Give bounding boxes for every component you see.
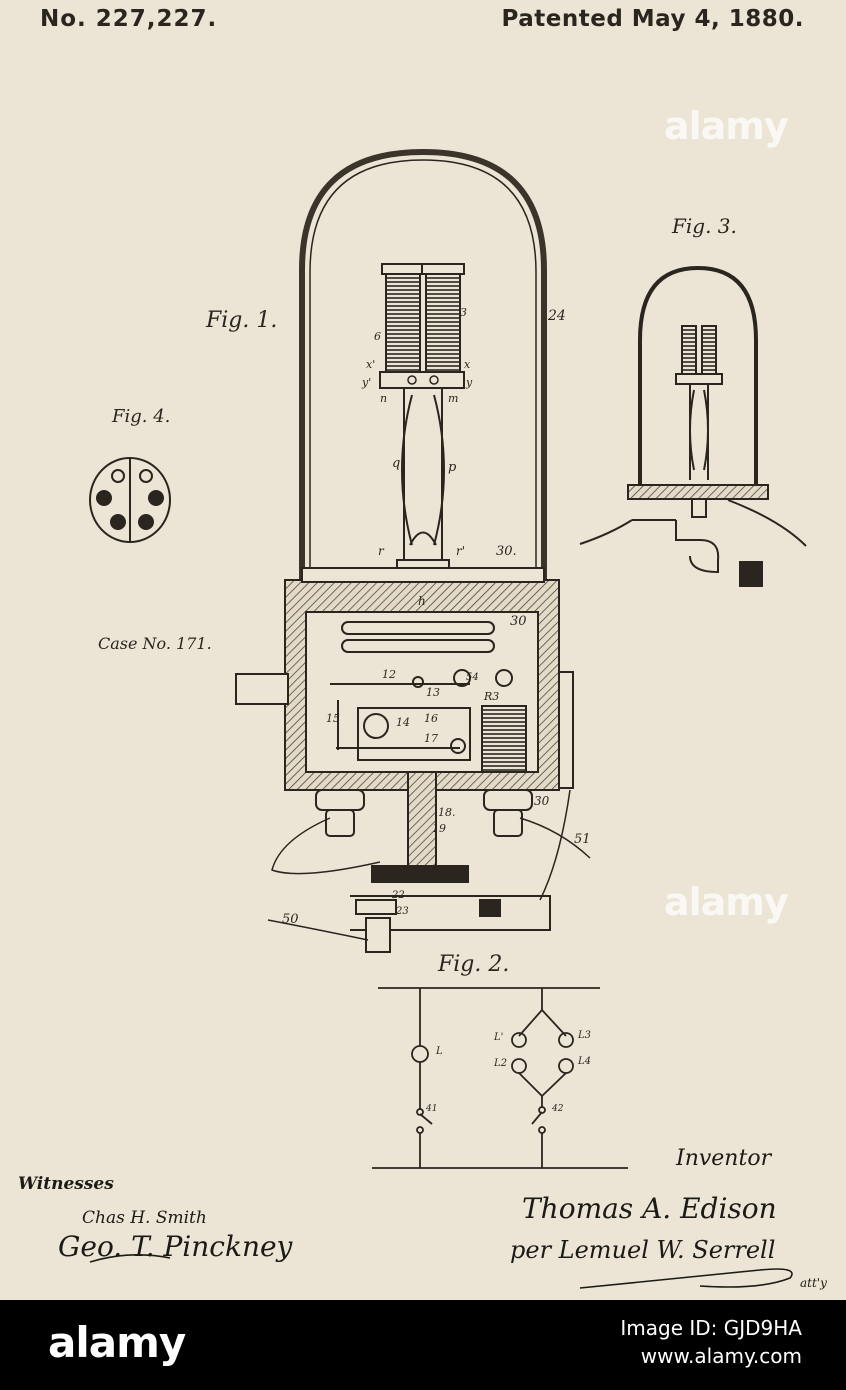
part-label: 30. <box>496 544 517 559</box>
part-label: x' <box>366 358 375 371</box>
attorney-signature: per Lemuel W. Serrell <box>510 1236 775 1264</box>
part-label: L <box>436 1046 443 1057</box>
part-label: L3 <box>578 1030 591 1041</box>
part-label: 50 <box>282 912 299 927</box>
part-label: 14 <box>396 716 410 729</box>
part-label: 17 <box>424 732 438 745</box>
part-label: 3 <box>460 306 467 319</box>
stock-footer: alamy Image ID: GJD9HA www.alamy.com <box>0 1300 846 1390</box>
part-label: r <box>378 544 384 558</box>
part-label: 54 <box>466 672 479 683</box>
part-label: q <box>392 456 400 471</box>
part-label: h <box>418 594 426 608</box>
fig1-label: Fig. 1. <box>206 308 277 333</box>
part-label: 6 <box>374 330 381 343</box>
fig2-label: Fig. 2. <box>438 952 509 977</box>
part-label: 19 <box>432 822 446 835</box>
part-label: 24 <box>548 308 566 324</box>
part-label: p <box>448 460 456 475</box>
alamy-logo: alamy <box>48 1318 185 1367</box>
fig1-coils <box>380 264 464 388</box>
fig4-label: Fig. 4. <box>112 406 170 427</box>
part-label: 12 <box>382 668 396 681</box>
part-label: 13 <box>426 686 440 699</box>
image-id: Image ID: GJD9HA <box>620 1316 802 1340</box>
part-label: n <box>380 392 387 405</box>
part-label: L2 <box>494 1058 507 1069</box>
fig3-label: Fig. 3. <box>672 214 737 238</box>
patent-sheet: No. 227,227. Patented May 4, 1880. <box>0 0 846 1300</box>
part-label: m <box>448 392 458 405</box>
fig1-bell-jar <box>302 152 544 585</box>
part-label: 51 <box>574 832 591 847</box>
part-label: r' <box>456 544 465 558</box>
part-label: 41 <box>426 1104 437 1114</box>
part-label: 42 <box>552 1104 563 1114</box>
part-label: 30 <box>510 614 527 629</box>
part-label: x <box>464 358 470 371</box>
witnesses-label: Witnesses <box>18 1174 114 1194</box>
part-label: y <box>466 376 472 389</box>
part-label: 16 <box>424 712 438 725</box>
watermark: alamy <box>664 880 788 924</box>
inventor-signature: Thomas A. Edison <box>522 1192 777 1225</box>
case-label: Case No. 171. <box>98 634 212 653</box>
witness-1-signature: Chas H. Smith <box>82 1208 207 1228</box>
fig2-circuit <box>372 988 628 1168</box>
part-label: 23 <box>396 906 409 917</box>
footer-url[interactable]: www.alamy.com <box>641 1344 802 1368</box>
part-label: R3 <box>484 690 499 703</box>
part-label: 15 <box>326 712 340 725</box>
part-label: L' <box>494 1032 503 1043</box>
part-label: 22 <box>392 890 405 901</box>
attorney-suffix: att'y <box>800 1276 827 1290</box>
part-label: 30 <box>534 794 549 808</box>
witness-2-signature: Geo. T. Pinckney <box>58 1230 292 1263</box>
part-label: 18. <box>438 806 456 819</box>
fig3-drawing <box>580 268 806 586</box>
watermark: alamy <box>664 104 788 148</box>
inventor-label: Inventor <box>676 1146 771 1171</box>
part-label: y' <box>362 376 371 389</box>
fig4-drawing <box>90 458 170 542</box>
part-label: L4 <box>578 1056 591 1067</box>
